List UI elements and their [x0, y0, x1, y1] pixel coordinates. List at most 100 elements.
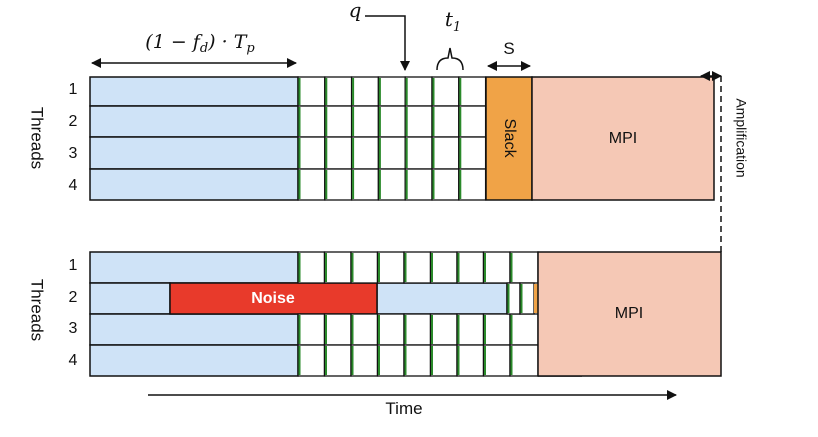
bottom-compute-thread-2-before-noise [89, 282, 171, 315]
time-label: Time [385, 399, 422, 418]
q-label: q [349, 0, 362, 22]
top-task-cell-r4-c1 [297, 168, 326, 201]
top-task-cell-r1-c6 [431, 76, 460, 107]
top-compute-thread-3 [89, 136, 299, 170]
top-task-cell-r4-c5 [404, 168, 433, 201]
noise-label: Noise [251, 290, 295, 307]
bottom-thread-number-3: 3 [69, 320, 78, 337]
bottom-task-cell-r1-c6 [429, 251, 458, 284]
mpi-block-top [531, 76, 715, 201]
top-task-cell-r4-c4 [377, 168, 406, 201]
bottom-task-cell-r3-c4 [376, 313, 405, 346]
top-task-cell-r1-c4 [377, 76, 406, 107]
bottom-task-cell-r3-c5 [403, 313, 432, 346]
top-task-cell-r4-c7 [458, 168, 487, 201]
bottom-compute-thread-4 [89, 344, 299, 377]
bottom-task-cell-r3-c1 [297, 313, 326, 346]
t1-brace [436, 47, 464, 71]
mpi-block-bottom [537, 251, 722, 377]
bottom-task-cell-r4-c6 [429, 344, 458, 377]
top-compute-thread-1 [89, 76, 299, 107]
bottom-compute-thread-3 [89, 313, 299, 346]
bottom-task-cell-r4-c3 [350, 344, 379, 377]
top-task-grid [297, 76, 487, 201]
top-compute-thread-2 [89, 105, 299, 138]
top-task-cell-r2-c2 [324, 105, 353, 138]
bottom-task-cell-r3-c8 [482, 313, 511, 346]
amplification-label: Amplification [733, 98, 749, 177]
threads-axis-label-bottom: Threads [28, 279, 47, 341]
bottom-task-cell-r4-c9 [509, 344, 539, 377]
bottom-task-cell-r1-c3 [350, 251, 379, 284]
bottom-task-cell-r4-c4 [376, 344, 405, 377]
bottom-task-cell-r1-c8 [482, 251, 511, 284]
top-task-cell-r4-c3 [350, 168, 380, 201]
bottom-compute-blocks [89, 251, 508, 377]
bottom-slack-sliver [534, 284, 538, 313]
formula-subscript-p: p [246, 41, 255, 56]
bottom-task-cell-r3-c7 [456, 313, 485, 346]
bottom-compute-thread-2-after-noise [376, 282, 508, 315]
top-task-cell-r3-c4 [377, 136, 406, 170]
t1-subscript: 1 [453, 20, 461, 35]
bottom-thread-number-1: 1 [69, 257, 78, 274]
slack-label: Slack [501, 118, 518, 158]
bottom-task-cell-r3-c6 [429, 313, 458, 346]
top-task-cell-r1-c5 [404, 76, 433, 107]
top-task-cell-r3-c7 [458, 136, 487, 170]
top-task-cell-r1-c1 [297, 76, 326, 107]
top-task-cell-r1-c7 [458, 76, 487, 107]
bottom-task-cell-r1-c2 [323, 251, 352, 284]
top-task-cell-r3-c6 [431, 136, 460, 170]
bottom-task-cell-r4-c1 [297, 344, 326, 377]
formula-subscript-d: d [200, 41, 208, 56]
bottom-task-cell-r1-c9 [509, 251, 539, 284]
bottom-task-cell-r3-c3 [350, 313, 379, 346]
top-panel: Slack MPI 1 2 3 4 Threads (1 − fd) · Tp … [28, 0, 749, 252]
compute-duration-formula: (1 − fd) · Tp [145, 31, 255, 56]
top-task-cell-r2-c7 [458, 105, 487, 138]
bottom-task-cell-r1-c4 [376, 251, 405, 284]
top-task-cell-r2-c4 [377, 105, 406, 138]
formula-part-1: (1 − f [145, 31, 203, 53]
bottom-task-cell-r3-c9 [509, 313, 539, 346]
t1-label: t1 [445, 7, 461, 35]
top-task-cell-r3-c2 [324, 136, 353, 170]
top-task-cell-r2-c5 [404, 105, 433, 138]
top-task-cell-r1-c2 [324, 76, 353, 107]
threads-axis-label-top: Threads [28, 107, 47, 169]
top-compute-thread-4 [89, 168, 299, 201]
top-task-cell-r3-c5 [404, 136, 433, 170]
bottom-task-cell-r1-c1 [297, 251, 326, 284]
bottom-task-cell-r1-c7 [456, 251, 485, 284]
bottom-thread-number-4: 4 [69, 352, 78, 369]
bottom-task-cell-r1-c5 [403, 251, 432, 284]
slack-short-label: S [503, 39, 514, 58]
top-thread-number-2: 2 [69, 113, 78, 130]
top-task-cell-r2-c1 [297, 105, 326, 138]
top-task-cell-r2-c3 [350, 105, 380, 138]
top-task-cell-r3-c1 [297, 136, 326, 170]
formula-part-2: ) · T [207, 31, 248, 53]
bottom-panel: Noise MPI 1 2 3 4 Threads Time [28, 251, 722, 418]
bottom-compute-thread-1 [89, 251, 299, 284]
top-task-cell-r4-c2 [324, 168, 353, 201]
top-thread-number-4: 4 [69, 177, 78, 194]
noise-block [169, 282, 378, 315]
top-thread-number-3: 3 [69, 145, 78, 162]
top-task-cell-r4-c6 [431, 168, 460, 201]
top-task-cell-r2-c6 [431, 105, 460, 138]
t1-symbol: t [445, 7, 454, 31]
bottom-task-cell-r4-c8 [482, 344, 511, 377]
top-thread-number-1: 1 [69, 81, 78, 98]
bottom-task-cell-r4-c5 [403, 344, 432, 377]
q-arrow [365, 15, 410, 71]
bottom-task-cell-r3-c2 [323, 313, 352, 346]
bottom-task-grid [297, 251, 539, 377]
top-task-cell-r3-c3 [350, 136, 380, 170]
top-task-cell-r1-c3 [350, 76, 380, 107]
bottom-task-cell-r4-c7 [456, 344, 485, 377]
mpi-label-bottom: MPI [615, 305, 643, 322]
